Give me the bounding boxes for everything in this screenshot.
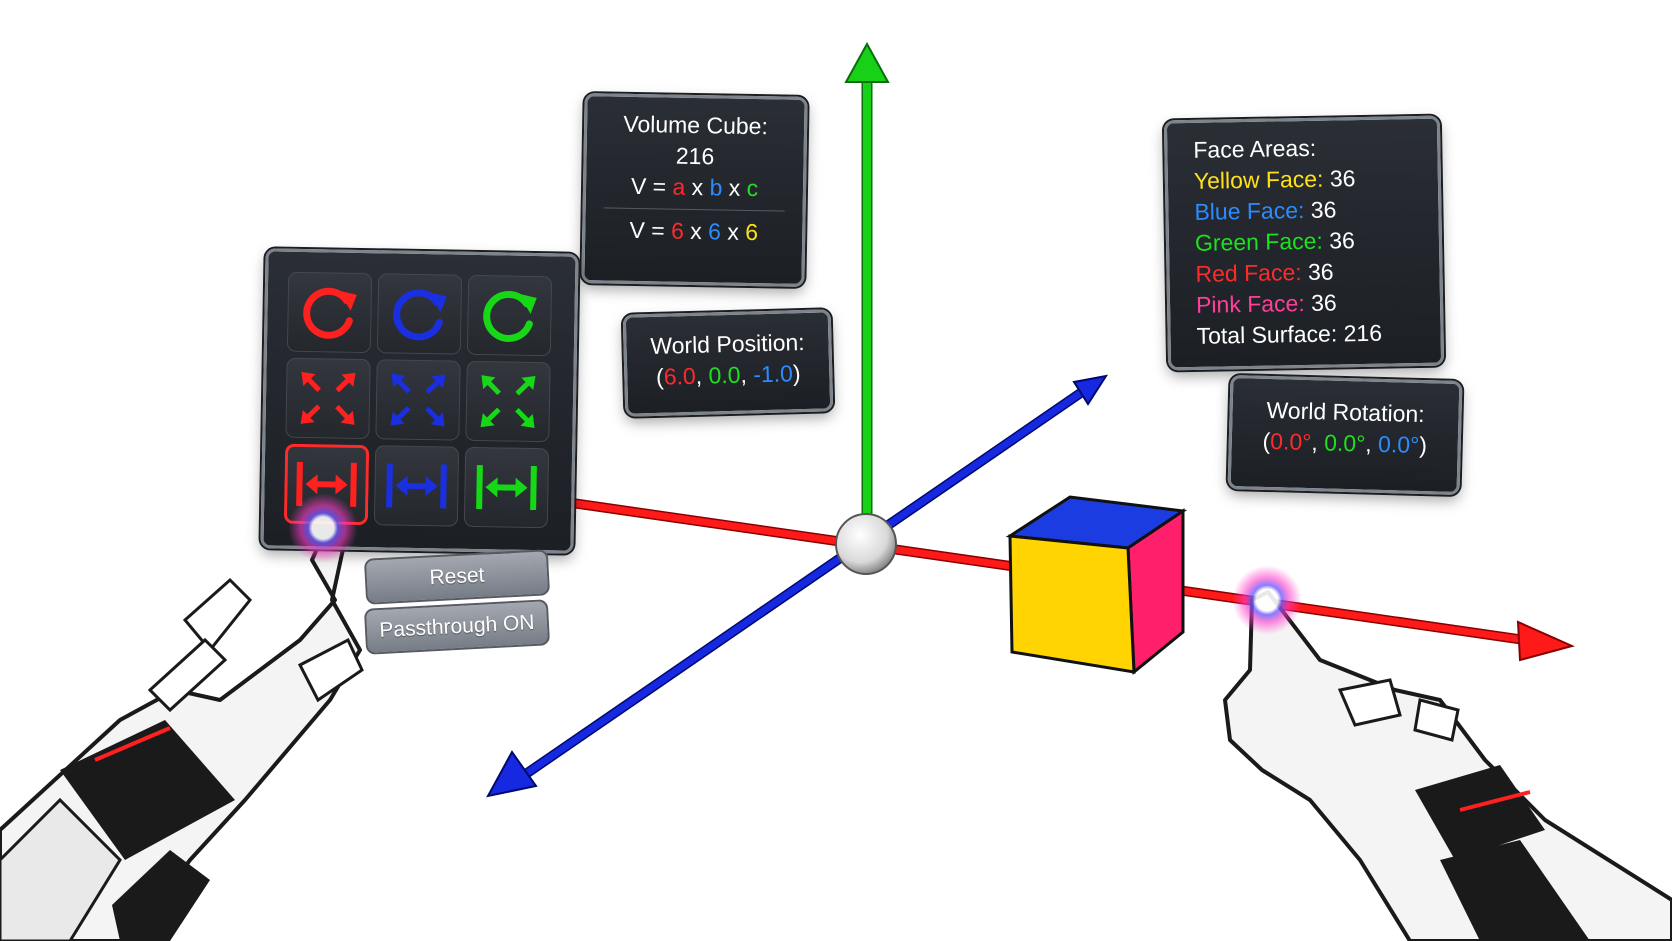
stretch-arrow-icon xyxy=(296,461,357,507)
scale-arrows-icon xyxy=(390,373,446,427)
rotate-icon xyxy=(303,287,357,339)
face-row-red: Red Face: 36 xyxy=(1195,258,1334,287)
cube-object[interactable] xyxy=(1005,495,1188,676)
touch-indicator-icon xyxy=(1232,565,1302,635)
stretch-z-button[interactable] xyxy=(463,446,550,529)
transform-tool-panel xyxy=(260,248,579,554)
scale-z-button[interactable] xyxy=(465,360,551,443)
rotate-icon xyxy=(393,289,447,341)
touch-indicator-icon xyxy=(288,493,358,563)
face-row-green: Green Face: 36 xyxy=(1194,227,1356,256)
rotate-z-button[interactable] xyxy=(466,274,553,357)
volume-title: Volume Cube: xyxy=(623,110,769,140)
cube-front-face xyxy=(1008,534,1136,674)
scale-y-button[interactable] xyxy=(375,359,461,441)
world-position-value: (6.0, 0.0, -1.0) xyxy=(655,360,801,390)
world-rotation-value: (0.0°, 0.0°, 0.0°) xyxy=(1262,427,1428,459)
face-row-yellow: Yellow Face: 36 xyxy=(1193,165,1356,194)
rotate-icon xyxy=(483,291,537,342)
y-axis[interactable] xyxy=(844,41,890,525)
world-rotation-panel: World Rotation: (0.0°, 0.0°, 0.0°) xyxy=(1227,374,1463,496)
reset-button[interactable]: Reset xyxy=(363,549,551,605)
face-row-blue: Blue Face: 36 xyxy=(1194,196,1337,225)
world-position-panel: World Position: (6.0, 0.0, -1.0) xyxy=(622,309,834,417)
rotate-x-button[interactable] xyxy=(286,271,373,354)
origin-gizmo[interactable] xyxy=(835,513,897,575)
volume-values: V = 6 x 6 x 6 xyxy=(629,216,759,246)
face-areas-title: Face Areas: xyxy=(1193,134,1317,163)
z-axis[interactable] xyxy=(486,374,1109,798)
stretch-x-button[interactable] xyxy=(283,443,370,526)
scale-arrows-icon xyxy=(480,375,536,429)
x-axis-arrow-icon xyxy=(1516,620,1575,662)
right-hand xyxy=(1223,590,1672,941)
volume-value: 216 xyxy=(675,142,715,170)
stretch-arrow-icon xyxy=(476,465,537,511)
stretch-arrow-icon xyxy=(386,463,447,509)
face-row-pink: Pink Face: 36 xyxy=(1195,289,1337,318)
y-axis-arrow-icon xyxy=(844,41,890,83)
stretch-y-button[interactable] xyxy=(373,445,460,527)
left-hand xyxy=(0,518,364,941)
z-axis-arrow-negative-icon xyxy=(486,750,538,798)
total-surface-row: Total Surface: 216 xyxy=(1196,319,1383,349)
face-areas-panel: Face Areas: Yellow Face: 36 Blue Face: 3… xyxy=(1163,115,1445,371)
scale-arrows-icon xyxy=(300,371,356,425)
z-axis-arrow-positive-icon xyxy=(1072,374,1109,406)
rotate-y-button[interactable] xyxy=(376,273,463,355)
volume-panel: Volume Cube: 216 V = a x b x c V = 6 x 6… xyxy=(581,93,808,287)
scale-x-button[interactable] xyxy=(285,357,371,440)
passthrough-toggle-button[interactable]: Passthrough ON xyxy=(363,599,551,655)
volume-formula: V = a x b x c xyxy=(630,172,759,202)
formula-divider xyxy=(603,207,785,212)
